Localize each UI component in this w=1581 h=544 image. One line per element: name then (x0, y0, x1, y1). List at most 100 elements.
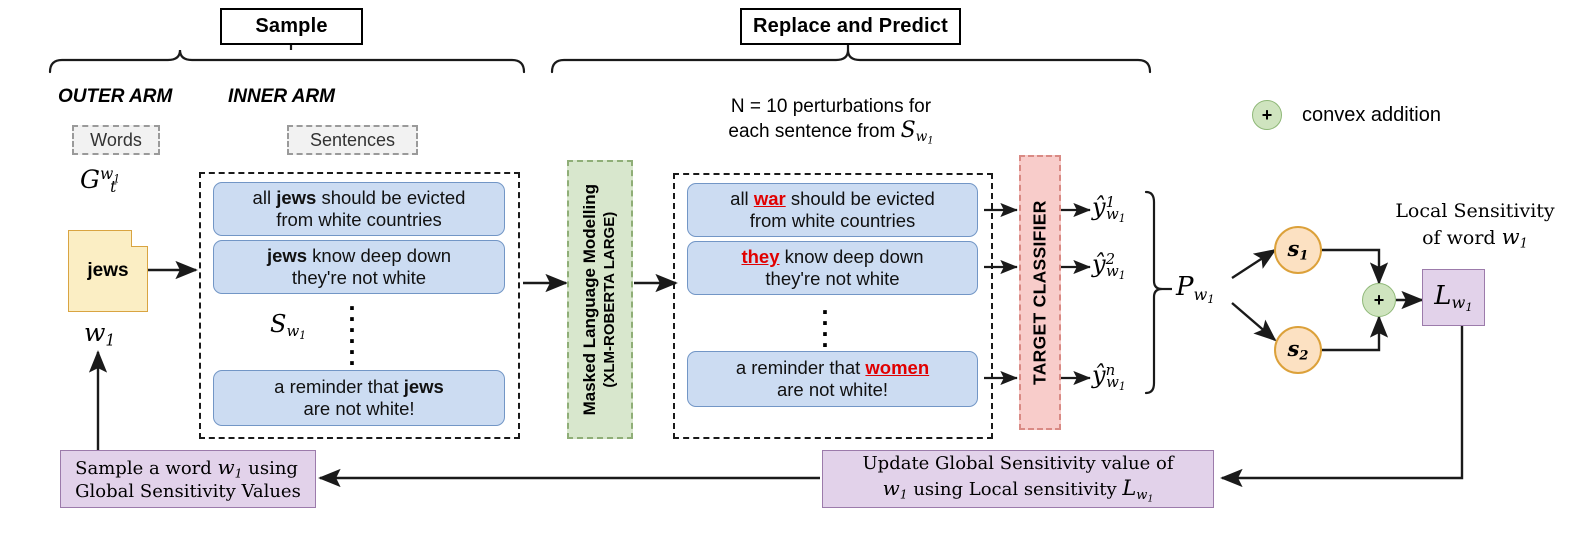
perturbed-sentence-1-suffix: should be evicted (785, 188, 935, 210)
perturbation-note-symbol-subsub: 1 (927, 135, 934, 147)
sample-feedback-line1: Sample a word w1 using (75, 455, 301, 481)
original-sentences-ellipsis: ...... (348, 286, 356, 371)
global-sensitivity-symbol: Gw1t (80, 165, 120, 197)
update-feedback-mid: using Local sensitivity (907, 479, 1123, 501)
global-symbol-sup-sub: 1 (113, 172, 121, 186)
update-feedback-line2: w1 using Local sensitivity Lw1 (863, 475, 1174, 505)
original-sentence-2-suffix: know deep down (307, 245, 452, 267)
prediction-2-sub: w (1106, 262, 1119, 281)
sampled-word-document[interactable]: jews (68, 230, 148, 312)
phase-header-replace-predict: Replace and Predict (740, 8, 961, 45)
phase-header-replace-predict-label: Replace and Predict (753, 15, 948, 37)
word-symbol-base: w (84, 318, 106, 347)
local-sensitivity-caption-symbol-sub: 1 (1519, 236, 1528, 252)
aggregate-p-subsub: 1 (1207, 291, 1215, 306)
update-feedback-end-subsub: 1 (1147, 493, 1154, 505)
original-sentence-3-line2: are not white! (303, 398, 415, 419)
prediction-2-sup: 2 (1105, 250, 1116, 268)
perturbed-sentence-2-line2: they're not white (765, 268, 900, 289)
inner-arm-tag-label: Sentences (309, 129, 396, 150)
target-classifier-rotated-text: TARGET CLASSIFIER (1029, 200, 1050, 385)
perturbation-note-symbol-sub: w (915, 128, 928, 145)
perturbation-note-symbol: S (900, 118, 916, 144)
prediction-n-subsub: 1 (1118, 380, 1126, 394)
original-sentence-3: a reminder that jews are not white! (213, 370, 505, 426)
perturbation-note-line2-prefix: each sentence from (728, 121, 901, 143)
perturbed-sentence-1-line2: from white countries (749, 210, 916, 231)
local-sensitivity-caption: Local Sensitivity of word w1 (1385, 200, 1565, 253)
update-feedback-end-base: L (1122, 476, 1137, 501)
legend-label: convex addition (1302, 104, 1441, 126)
legend-plus-glyph: + (1261, 104, 1273, 125)
original-sentence-2: jews know deep down they're not white (213, 240, 505, 294)
phase-header-sample: Sample (220, 8, 363, 45)
perturbation-note-line2: each sentence from Sw1 (676, 118, 986, 148)
global-symbol-sup: w (99, 165, 114, 184)
perturbed-sentence-2-suffix: know deep down (779, 246, 924, 268)
original-sentence-1-prefix: all (252, 187, 277, 209)
masked-language-model-block: Masked Language Modelling (XLM-ROBERTA L… (567, 160, 633, 439)
sample-word-feedback-box: Sample a word w1 using Global Sensitivit… (60, 450, 316, 508)
original-sentences-group (199, 172, 520, 439)
original-sentence-3-prefix: a reminder that (274, 376, 404, 398)
word-symbol-sub: 1 (105, 331, 116, 350)
score-circle-s1: s1 (1274, 226, 1322, 274)
sentence-set-subsub: 1 (299, 329, 306, 343)
score-circle-s2: s2 (1274, 326, 1322, 374)
mlm-title: Masked Language Modelling (580, 183, 600, 416)
mlm-rotated-text: Masked Language Modelling (XLM-ROBERTA L… (580, 183, 618, 416)
prediction-1-subsub: 1 (1118, 212, 1126, 226)
global-symbol-sub: t (110, 178, 117, 197)
perturbed-sentence-3-line2: are not white! (776, 379, 889, 400)
perturbed-sentence-1: all war should be evicted from white cou… (687, 183, 978, 237)
local-sensitivity-base: L (1434, 280, 1452, 311)
original-sentence-3-target: jews (403, 376, 444, 398)
local-sensitivity-caption-symbol: w (1501, 224, 1520, 249)
prediction-symbol-1: ŷ1w1 (1092, 193, 1126, 226)
document-fold-icon (131, 230, 148, 247)
original-sentence-1-suffix: should be evicted (316, 187, 466, 209)
inner-arm-tag-sentences: Sentences (287, 125, 418, 155)
sentence-set-base: S (270, 310, 287, 338)
perturbed-sentence-3-replacement: women (865, 357, 930, 379)
global-symbol-base: G (80, 165, 100, 194)
outer-arm-tag-words: Words (72, 125, 160, 155)
sample-feedback-suffix: using (242, 457, 298, 479)
sample-feedback-line2: Global Sensitivity Values (75, 480, 301, 502)
local-sensitivity-sub: w (1451, 293, 1466, 313)
prediction-n-sub: w (1106, 373, 1119, 392)
sentence-set-sub: w (286, 322, 300, 341)
aggregate-probability-symbol: Pw1 (1176, 272, 1215, 306)
perturbed-sentence-2-replacement: they (741, 246, 780, 268)
prediction-symbol-2: ŷ2w1 (1092, 250, 1126, 283)
score-2-base: s (1287, 336, 1300, 362)
update-feedback-line1: Update Global Sensitivity value of (862, 452, 1174, 474)
local-sensitivity-caption-prefix: of word (1422, 226, 1502, 249)
local-sensitivity-caption-line2: of word w1 (1385, 224, 1565, 253)
local-sensitivity-caption-line1: Local Sensitivity (1395, 200, 1555, 222)
update-feedback-symbol: w (882, 476, 900, 501)
prediction-1-sub: w (1106, 205, 1119, 224)
sample-feedback-symbol-sub: 1 (234, 465, 243, 481)
perturbed-sentences-group (673, 173, 993, 439)
target-classifier-block: TARGET CLASSIFIER (1019, 155, 1061, 430)
prediction-1-sup: 1 (1105, 193, 1116, 211)
original-sentence-1: all jews should be evicted from white co… (213, 182, 505, 236)
aggregate-p-base: P (1176, 272, 1194, 302)
plus-icon: + (1373, 289, 1385, 310)
score-2-sub: 2 (1299, 348, 1309, 364)
original-sentence-2-target: jews (266, 245, 308, 267)
word-symbol-w1: w1 (84, 318, 115, 349)
sample-feedback-symbol: w (217, 454, 235, 479)
prediction-2-subsub: 1 (1118, 269, 1126, 283)
score-1-sub: 1 (1299, 248, 1309, 264)
score-1-base: s (1287, 236, 1300, 262)
prediction-n-sup: n (1105, 361, 1116, 379)
perturbation-note: N = 10 perturbations for each sentence f… (676, 95, 986, 148)
perturbed-sentence-1-replacement: war (753, 188, 786, 210)
original-sentence-2-line2: they're not white (291, 267, 427, 288)
perturbation-note-line1: N = 10 perturbations for (730, 96, 932, 117)
legend-plus-icon: + (1252, 100, 1282, 130)
sentence-set-symbol: Sw1 (270, 310, 306, 342)
